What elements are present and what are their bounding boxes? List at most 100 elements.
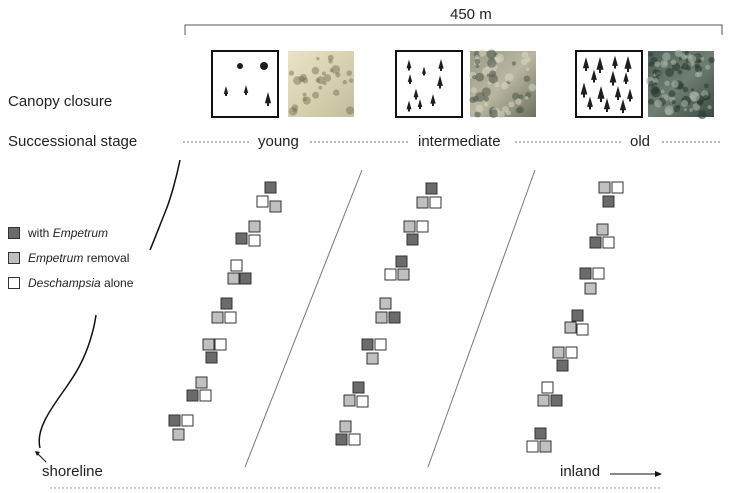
aerial-texture-blob (651, 87, 661, 98)
tree-icon (417, 99, 423, 109)
plot-deschampsia-alone (611, 181, 624, 194)
tree-icon (223, 86, 229, 96)
shoreline-label: shoreline (42, 463, 103, 480)
plot-deschampsia-alone (248, 234, 261, 247)
plot-squares (168, 181, 624, 453)
plot-empetrum-removal (552, 346, 565, 359)
aerial-texture-blob (331, 65, 341, 74)
legend-swatch-white (8, 277, 20, 289)
aerial-texture-blob (707, 105, 712, 110)
plot-empetrum-removal (366, 352, 379, 365)
aerial-texture-blob (708, 56, 715, 64)
plot-empetrum-removal (416, 196, 429, 209)
aerial-texture-blob (677, 69, 683, 75)
shoreline-arrowhead (35, 451, 40, 456)
plot-empetrum-removal (403, 220, 416, 233)
plot-deschampsia-alone (602, 236, 615, 249)
aerial-texture-blob (662, 52, 671, 61)
tree-icon (603, 98, 611, 112)
aerial-texture-blob (494, 53, 504, 63)
aerial-texture-blob (470, 87, 477, 94)
aerial-texture-blob (697, 110, 707, 120)
plot-deschampsia-alone (199, 389, 212, 402)
plot-with-empetrum (579, 267, 592, 280)
tree-icon (612, 55, 618, 69)
legend-text: with Empetrum (28, 226, 109, 240)
aerial-texture-blob (664, 105, 675, 116)
plot-empetrum-removal (537, 394, 550, 407)
plot-with-empetrum (264, 181, 277, 194)
inland-label: inland (560, 463, 601, 480)
plot-empetrum-removal (564, 321, 577, 334)
aerial-texture-blob (504, 73, 514, 82)
plot-empetrum-removal (172, 428, 185, 441)
aerial-texture-blob (521, 51, 529, 59)
aerial-texture-blob (299, 73, 307, 81)
plot-deschampsia-alone (429, 196, 442, 209)
plot-with-empetrum (335, 433, 348, 446)
aerial-texture-blob (694, 63, 700, 69)
tree-icon (407, 74, 413, 84)
aerial-texture-blob (489, 109, 498, 118)
plot-deschampsia-alone (230, 259, 243, 272)
plot-with-empetrum (352, 381, 365, 394)
plot-empetrum-removal (211, 311, 224, 324)
aerial-texture-blob (478, 49, 486, 57)
aerial-photo-texture (288, 49, 715, 120)
tree-icon (406, 59, 412, 71)
aerial-texture-blob (346, 70, 353, 76)
aerial-texture-blob (674, 49, 683, 57)
legend-item-deschampsia-alone: Deschampsia alone (8, 275, 133, 291)
aerial-texture-blob (511, 61, 517, 66)
tree-icon (627, 88, 633, 102)
tree-icon (614, 86, 622, 100)
aerial-texture-blob (654, 61, 661, 68)
aerial-texture-blob (700, 56, 705, 61)
aerial-texture-blob (475, 104, 484, 113)
aerial-texture-blob (302, 92, 307, 97)
canopy-trees (223, 55, 633, 113)
plot-with-empetrum (239, 272, 252, 285)
tree-icon (413, 88, 419, 100)
plot-empetrum-removal (248, 220, 261, 233)
aerial-texture-blob (654, 69, 662, 77)
aerial-texture-blob (515, 107, 522, 114)
canopy-closure-label: Canopy closure (8, 93, 113, 110)
aerial-texture-blob (525, 67, 530, 71)
aerial-texture-blob (472, 74, 477, 80)
aerial-texture-blob (704, 83, 709, 89)
canopy-box-young (211, 50, 279, 118)
plot-deschampsia-alone (592, 267, 605, 280)
aerial-texture-blob (648, 52, 654, 57)
aerial-texture-blob (670, 59, 677, 65)
aerial-texture-blob (474, 111, 481, 118)
plot-with-empetrum (205, 351, 218, 364)
plot-with-empetrum (220, 297, 233, 310)
plot-with-empetrum (361, 338, 374, 351)
inland-arrowhead (655, 471, 662, 477)
plot-with-empetrum (534, 427, 547, 440)
plot-empetrum-removal (195, 376, 208, 389)
aerial-texture-blob (318, 85, 323, 90)
legend-swatch-light (8, 252, 20, 264)
legend-item-empetrum-removal: Empetrum removal (8, 250, 129, 266)
plot-empetrum-removal (202, 338, 215, 351)
tree-icon (421, 66, 427, 76)
aerial-texture-blob (678, 57, 682, 61)
aerial-texture-blob (665, 68, 674, 77)
aerial-texture-blob (475, 64, 480, 69)
tree-icon (580, 82, 588, 98)
plot-with-empetrum (556, 359, 569, 372)
plot-deschampsia-alone (348, 433, 361, 446)
aerial-texture-blob (501, 82, 509, 90)
plot-deschampsia-alone (541, 381, 554, 394)
tree-icon (609, 70, 617, 86)
plot-empetrum-removal (339, 420, 352, 433)
canopy-box-intermediate (395, 50, 463, 118)
plot-with-empetrum (425, 182, 438, 195)
aerial-texture-blob (696, 99, 704, 106)
aerial-texture-blob (474, 55, 480, 60)
plot-empetrum-removal (227, 272, 240, 285)
aerial-texture-blob (506, 110, 511, 116)
aerial-texture-blob (671, 99, 676, 105)
